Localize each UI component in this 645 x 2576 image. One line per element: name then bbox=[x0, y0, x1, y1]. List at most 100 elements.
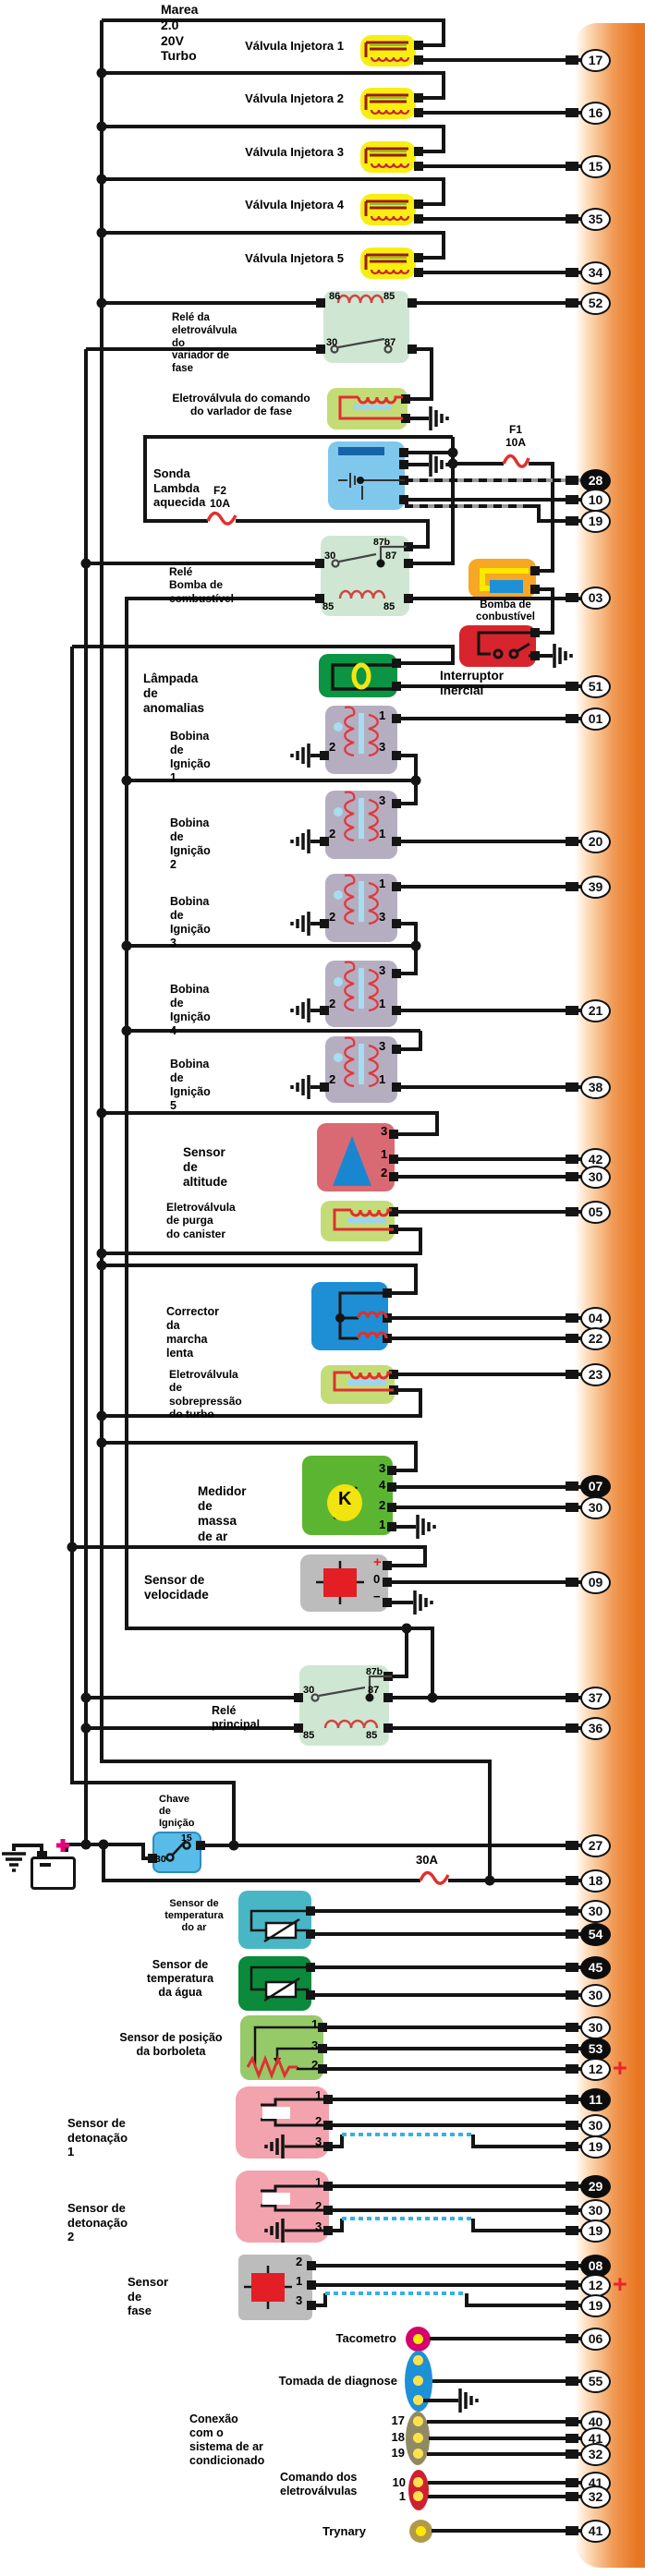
k2-pin-1: 1 bbox=[315, 2175, 322, 2189]
connector-pin-30: 30 bbox=[580, 1495, 611, 1519]
rf-pin-87: 87 bbox=[385, 550, 397, 562]
coil5-label: Bobina de Ignição 5 bbox=[170, 1058, 211, 1112]
b1-pin-t: 1 bbox=[379, 708, 386, 722]
maf-pin-4: 4 bbox=[379, 1478, 386, 1492]
connector-pin-32: 32 bbox=[580, 2485, 611, 2509]
ac-dot-2 bbox=[413, 2433, 423, 2443]
ac-pin-17: 17 bbox=[391, 2413, 405, 2427]
diagram-title: Marea 2.0 20V Turbo bbox=[161, 2, 199, 64]
connector-pin-35: 35 bbox=[580, 207, 611, 231]
boost-label: Eletroválvula de sobrepressão do turbo bbox=[169, 1368, 242, 1421]
idle-corrector-box bbox=[311, 1282, 388, 1350]
coil3-label: Bobina de Ignição 3 bbox=[170, 895, 211, 949]
b4-pin-br: 1 bbox=[379, 997, 386, 1010]
connector-pin-30: 30 bbox=[580, 2113, 611, 2137]
connector-pin-45: 45 bbox=[580, 1955, 611, 1979]
maf-label: Medidor de massa de ar bbox=[198, 1484, 247, 1543]
connector-pin-09: 09 bbox=[580, 1570, 611, 1594]
ignition-label: Chave de Ignição bbox=[159, 1794, 195, 1830]
rm-pin-30: 30 bbox=[303, 1685, 315, 1696]
inertia-label: Interruptor inercial bbox=[440, 669, 504, 698]
tps-pin-1: 1 bbox=[311, 2017, 319, 2031]
diagnostic-dot-1 bbox=[413, 2355, 423, 2365]
connector-pin-11: 11 bbox=[580, 2087, 611, 2111]
ign-pin-30: 30 bbox=[155, 1854, 166, 1865]
injector-valve-5-box bbox=[360, 248, 416, 279]
water-temp-sensor-box bbox=[238, 1956, 311, 2011]
water-temp-label: Sensor de temperatura da água bbox=[146, 1958, 214, 1999]
k2-pin-3: 3 bbox=[315, 2219, 322, 2233]
turbo-boost-solenoid-box bbox=[321, 1365, 395, 1404]
connector-pin-30: 30 bbox=[580, 2198, 611, 2222]
rm-pin-85r: 85 bbox=[366, 1730, 378, 1741]
rf-pin-30: 30 bbox=[324, 550, 336, 562]
tps-pin-3: 3 bbox=[311, 2038, 319, 2052]
plus-12v-mark: + bbox=[613, 2270, 627, 2298]
b4-pin-t: 3 bbox=[379, 963, 386, 977]
connector-pin-30: 30 bbox=[580, 1983, 611, 2007]
cmd-dot-2 bbox=[413, 2491, 423, 2501]
b4-pin-bl: 2 bbox=[329, 997, 336, 1010]
phase-variator-solenoid-box bbox=[327, 388, 408, 429]
idle-label: Corrector da marcha lenta bbox=[166, 1305, 219, 1360]
connector-pin-03: 03 bbox=[580, 586, 611, 610]
connector-pin-53: 53 bbox=[580, 2037, 611, 2061]
alt-pin-1: 1 bbox=[381, 1147, 388, 1161]
spd-pin-plus: + bbox=[373, 1554, 382, 1570]
connector-pin-05: 05 bbox=[580, 1200, 611, 1224]
b3-pin-t: 1 bbox=[379, 877, 386, 890]
ac-pin-18: 18 bbox=[391, 2430, 405, 2444]
b2-pin-bl: 2 bbox=[329, 827, 336, 841]
ac-pin-19: 19 bbox=[391, 2446, 405, 2460]
diag-label: Tomada de diagnose bbox=[278, 2374, 397, 2388]
maf-pin-1: 1 bbox=[379, 1518, 386, 1531]
connector-pin-21: 21 bbox=[580, 998, 611, 1022]
connector-pin-04: 04 bbox=[580, 1306, 611, 1330]
connector-pin-23: 23 bbox=[580, 1362, 611, 1386]
connector-pin-12: 12 bbox=[580, 2057, 611, 2081]
rm-pin-85l: 85 bbox=[303, 1730, 315, 1741]
r1-pin-87: 87 bbox=[384, 337, 396, 348]
valve3-label: Válvula Injetora 3 bbox=[245, 145, 344, 159]
knock1-label: Sensor de detonação 1 bbox=[67, 2116, 128, 2159]
rm-pin-87: 87 bbox=[368, 1685, 380, 1696]
connector-pin-12: 12 bbox=[580, 2273, 611, 2297]
lamp-label: Lâmpada de anomalias bbox=[143, 671, 205, 716]
ignition-coil-2-box bbox=[325, 791, 397, 859]
cmd-pin-1: 1 bbox=[398, 2489, 406, 2503]
warning-lamp-box bbox=[319, 654, 397, 697]
injector-valve-2-box bbox=[360, 88, 416, 119]
connector-pin-55: 55 bbox=[580, 2369, 611, 2393]
maf-k-letter: K bbox=[338, 1489, 352, 1509]
connector-pin-30: 30 bbox=[580, 1899, 611, 1923]
b5-pin-br: 1 bbox=[379, 1072, 386, 1086]
valve2-label: Válvula Injetora 2 bbox=[245, 91, 344, 105]
tps-pin-2: 2 bbox=[311, 2058, 319, 2072]
tps-label: Sensor de posição da borboleta bbox=[119, 2031, 223, 2058]
spd-pin-minus: − bbox=[373, 1590, 381, 1603]
connector-pin-17: 17 bbox=[580, 48, 611, 72]
purge-label: Eletroválvula de purga do canister bbox=[166, 1201, 236, 1240]
main-relay-label: Relé principal bbox=[212, 1704, 261, 1731]
tacho-label: Tacometro bbox=[335, 2331, 397, 2345]
solenoid-command-icon bbox=[408, 2470, 429, 2510]
fuse-30a-label: 30A bbox=[416, 1853, 438, 1867]
connector-pin-27: 27 bbox=[580, 1833, 611, 1857]
ph-pin-1: 1 bbox=[296, 2274, 303, 2288]
lambda-label: Sonda Lambda aquecida bbox=[153, 466, 206, 510]
phase-sensor-label: Sensor de fase bbox=[128, 2275, 169, 2318]
rm-pin-87b: 87b bbox=[366, 1666, 383, 1677]
diagnostic-dot-3 bbox=[413, 2395, 423, 2405]
knock2-label: Sensor de detonação 2 bbox=[67, 2201, 128, 2244]
connector-pin-19: 19 bbox=[580, 2135, 611, 2159]
altitude-label: Sensor de altitude bbox=[183, 1145, 228, 1190]
r1-pin-30: 30 bbox=[326, 337, 338, 348]
speed-label: Sensor de velocidade bbox=[144, 1573, 209, 1602]
connector-pin-20: 20 bbox=[580, 829, 611, 853]
ign-pin-15: 15 bbox=[181, 1832, 192, 1844]
valve1-label: Válvula Injetora 1 bbox=[245, 39, 344, 53]
injector-valve-3-box bbox=[360, 141, 416, 173]
connector-pin-07: 07 bbox=[580, 1474, 611, 1498]
fuel-relay-label: Relé Bomba de combustível bbox=[169, 565, 235, 605]
ignition-coil-3-box bbox=[325, 874, 397, 942]
